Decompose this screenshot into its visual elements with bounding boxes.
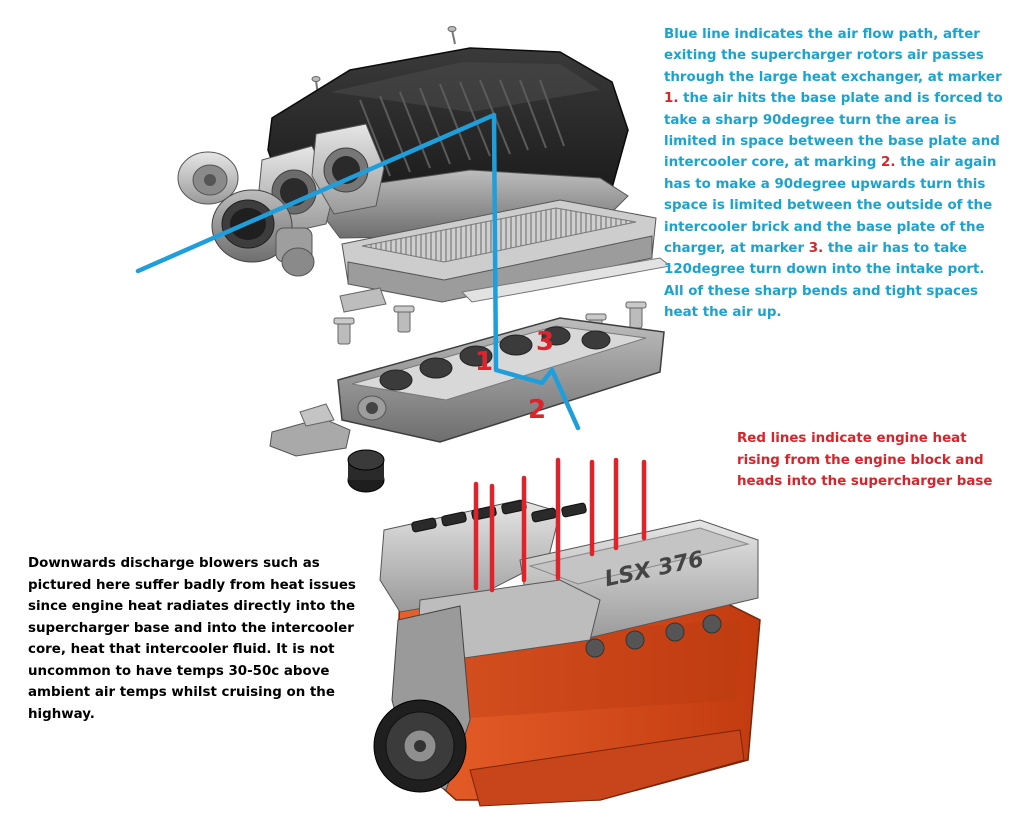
marker-3: 3 [536, 327, 554, 357]
airflow-line [135, 112, 581, 431]
bypass-valve [269, 403, 351, 457]
airflow-text-part: the air has to take 120degree turn down … [664, 241, 985, 321]
bolt-icon [447, 26, 457, 45]
marker-ref-2: 2. [881, 155, 896, 171]
airflow-text-part: the air again has to make a 90degree upw… [664, 155, 997, 257]
intercooler-core [339, 199, 657, 313]
throttle-flange [257, 123, 385, 235]
harmonic-balancer [373, 699, 467, 793]
flow-markers: 1 2 3 [475, 327, 554, 425]
throttle-body [211, 189, 315, 277]
snout-pulley [177, 151, 239, 205]
airflow-path [135, 112, 581, 431]
oil-pan [469, 729, 745, 807]
discharge-explanation: Downwards discharge blowers such as pict… [28, 556, 356, 722]
exhaust-ports [585, 614, 722, 658]
marker-2: 2 [528, 395, 546, 425]
supercharger-assembly [177, 26, 672, 493]
engine-block-assembly: LSX 376 [373, 499, 761, 807]
heat-explanation: Red lines indicate engine heat rising fr… [737, 431, 993, 489]
airflow-explanation: Blue line indicates the air flow path, a… [664, 24, 1004, 324]
intake-base-plate [337, 317, 665, 443]
marker-1: 1 [475, 347, 493, 377]
marker-ref-3: 3. [808, 241, 824, 257]
airflow-text-part: the air hits the base plate and is force… [664, 91, 1003, 171]
marker-ref-1: 1. [664, 91, 679, 107]
coupler-icon [347, 449, 385, 493]
gasket-strip [460, 257, 672, 303]
airflow-text-part: Blue line indicates the air flow path, a… [664, 27, 1002, 85]
heat-lines [473, 457, 647, 593]
